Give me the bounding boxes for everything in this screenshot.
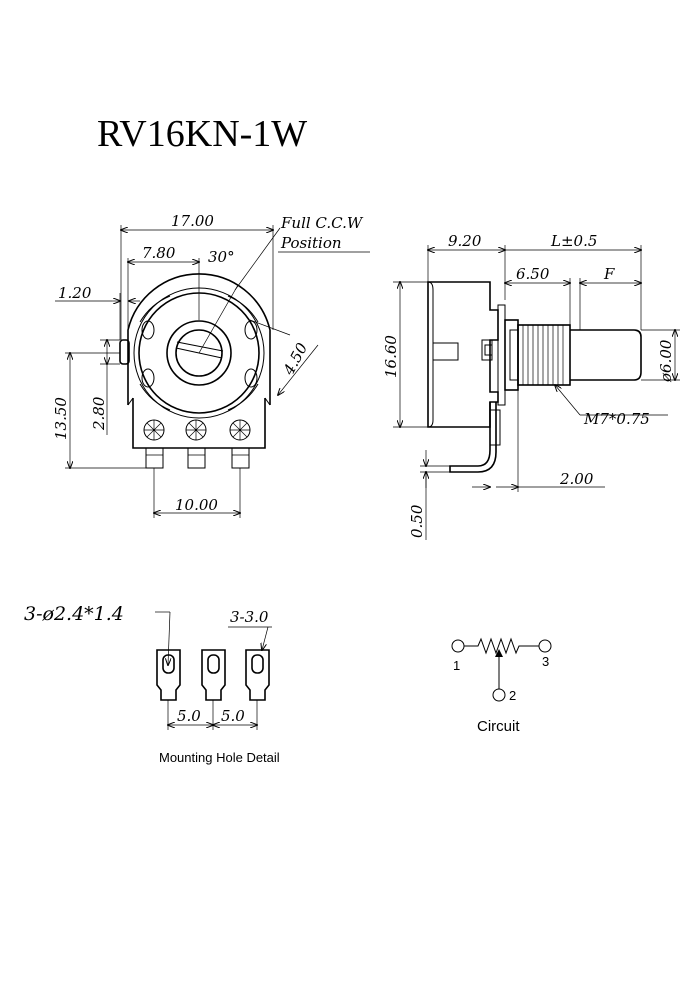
hole-spec: 3-ø2.4*1.4 (24, 603, 124, 625)
dim-7-80: 7.80 (142, 244, 176, 262)
mounting-caption: Mounting Hole Detail (159, 750, 280, 765)
pin-1-node (451, 639, 465, 653)
anti-rotation-lug (119, 339, 130, 365)
dim-shaft-dia: ø6.00 (657, 339, 675, 383)
dim-2-00: 2.00 (559, 470, 594, 488)
pin-1-label: 1 (453, 658, 460, 673)
pin-3-node (538, 639, 552, 653)
mount-pad-2 (201, 649, 226, 701)
terminal-housing (132, 398, 266, 449)
circuit-diagram: 1 3 2 Circuit (451, 637, 552, 735)
pitch-1: 5.0 (177, 707, 201, 725)
slot-spec: 3-3.0 (230, 608, 269, 626)
side-view: 9.20 L±0.5 6.50 F 16.60 ø6.00 (382, 232, 680, 540)
dim-2-80: 2.80 (90, 396, 108, 431)
pin-2-label: 2 (509, 688, 516, 703)
dim-0-50: 0.50 (408, 504, 426, 538)
dim-13-50: 13.50 (52, 397, 70, 440)
dim-1-20: 1.20 (58, 284, 92, 302)
note-position: Position (280, 234, 342, 252)
pin-2-node (492, 688, 506, 702)
shaft-circle (166, 320, 232, 386)
shaft (570, 329, 642, 381)
mount-pad-3 (245, 649, 270, 701)
resistor-symbol (464, 637, 539, 655)
pitch-2: 5.0 (221, 707, 245, 725)
dim-length: L±0.5 (550, 232, 597, 250)
terminal-3 (229, 419, 251, 469)
part-number-title: RV16KN-1W (97, 113, 308, 155)
pin-3-label: 3 (542, 654, 549, 669)
thread-spec: M7*0.75 (583, 410, 650, 428)
dim-6-50: 6.50 (516, 265, 550, 283)
circuit-caption: Circuit (477, 718, 520, 735)
side-terminal (449, 402, 497, 473)
dim-angle: 30° (208, 248, 235, 266)
dim-9-20: 9.20 (448, 232, 482, 250)
note-full-ccw: Full C.C.W (280, 214, 364, 232)
mounting-detail: 3-ø2.4*1.4 3-3.0 (24, 603, 280, 765)
dim-17: 17.00 (171, 212, 214, 230)
front-view: 17.00 7.80 30° Full C.C.W Position 1.20 (52, 212, 370, 518)
dim-16-60: 16.60 (382, 335, 400, 378)
terminal-2 (185, 419, 207, 469)
threaded-bushing (517, 324, 571, 386)
dim-10: 10.00 (175, 496, 218, 514)
dim-flat: F (603, 265, 615, 283)
terminal-1 (143, 419, 165, 469)
mount-pad-1 (156, 649, 181, 701)
